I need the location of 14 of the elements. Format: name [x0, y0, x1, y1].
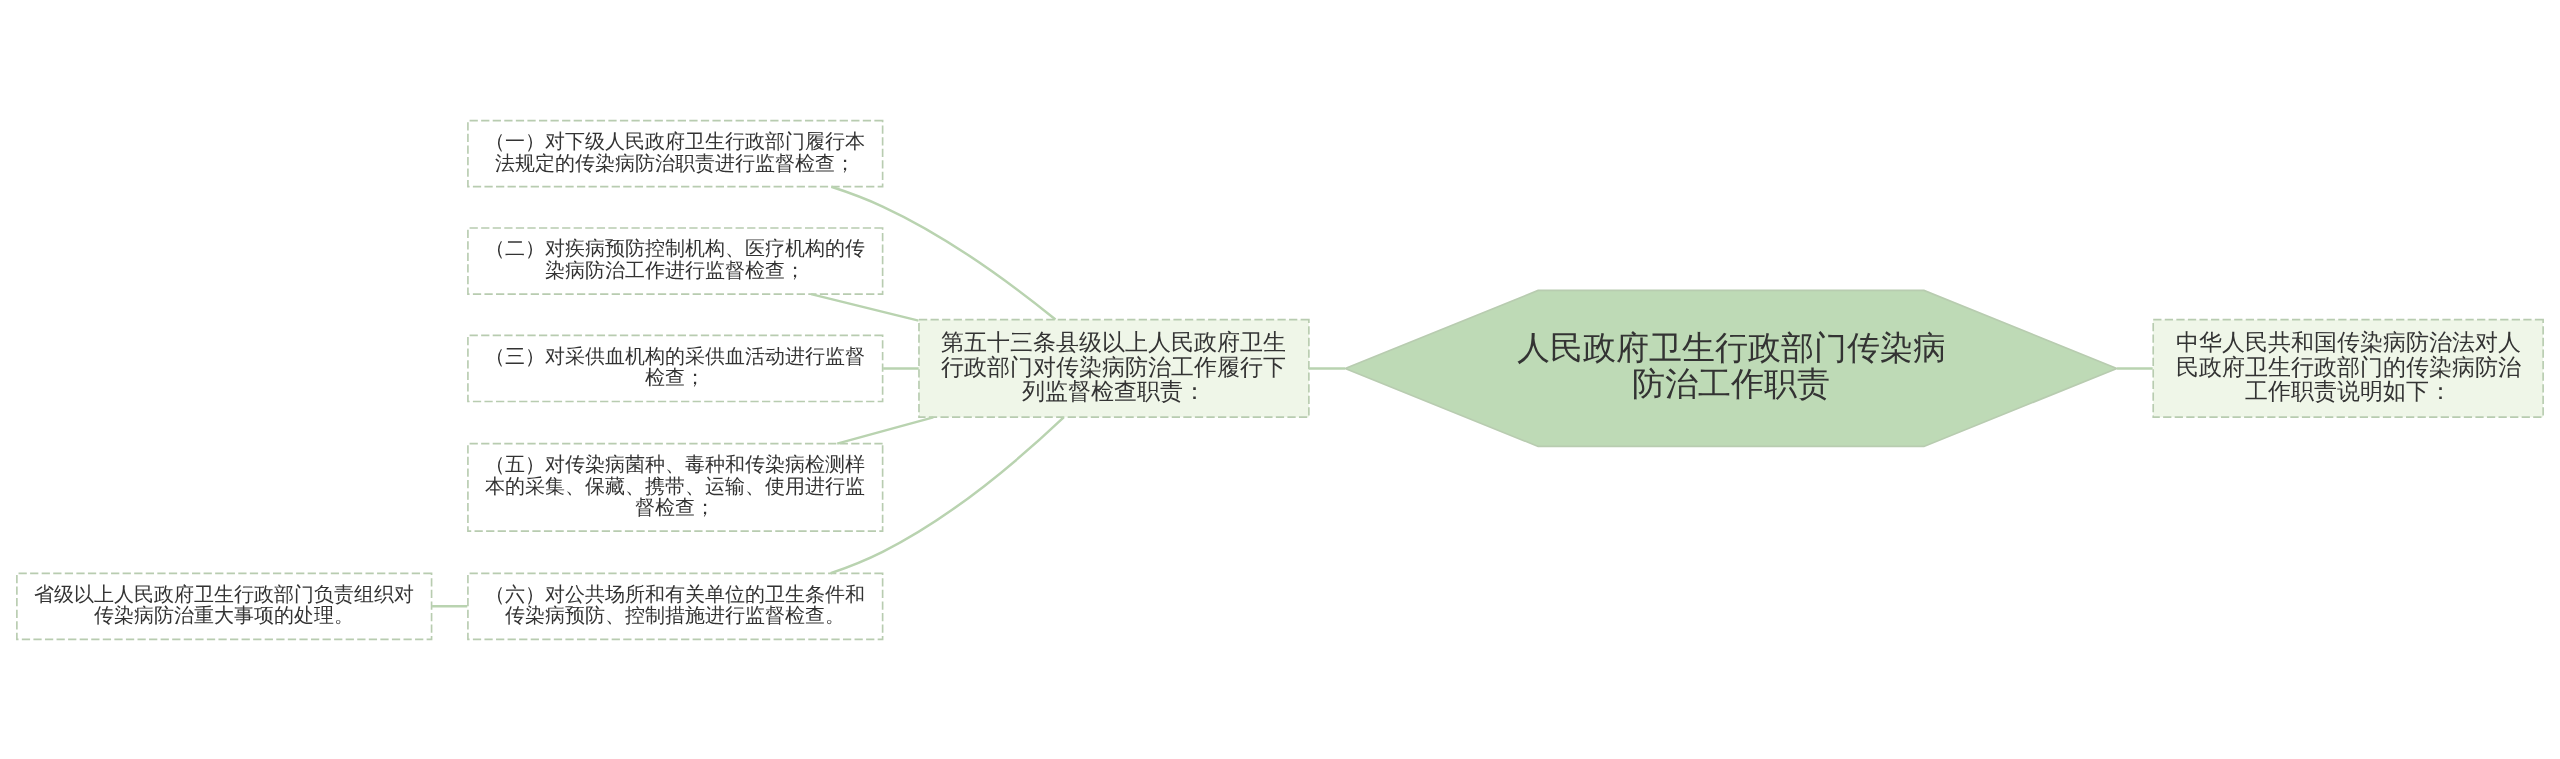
- connector: [883, 366, 919, 370]
- node-box: （六）对公共场所和有关单位的卫生条件和传染病预防、控制措施进行监督检查。: [467, 571, 884, 640]
- connector: [1308, 366, 1345, 370]
- connector: [836, 415, 934, 445]
- connector: [432, 604, 468, 608]
- node-box: 省级以上人民政府卫生行政部门负责组织对传染病防治重大事项的处理。: [16, 571, 433, 640]
- node-box: 第五十三条县级以上人民政府卫生行政部门对传染病防治工作履行下列监督检查职责：: [918, 318, 1310, 418]
- connector: [810, 292, 919, 322]
- node-box: （二）对疾病预防控制机构、医疗机构的传染病防治工作进行监督检查；: [467, 226, 884, 295]
- node-box: （三）对采供血机构的采供血活动进行监督检查；: [467, 334, 884, 402]
- node-box: （五）对传染病菌种、毒种和传染病检测样本的采集、保藏、携带、运输、使用进行监督检查；: [467, 442, 884, 532]
- node-box: 中华人民共和国传染病防治法对人民政府卫生行政部门的传染病防治工作职责说明如下：: [2152, 318, 2544, 418]
- node-box: （一）对下级人民政府卫生行政部门履行本法规定的传染病防治职责进行监督检查；: [467, 119, 884, 188]
- connector: [2117, 366, 2153, 370]
